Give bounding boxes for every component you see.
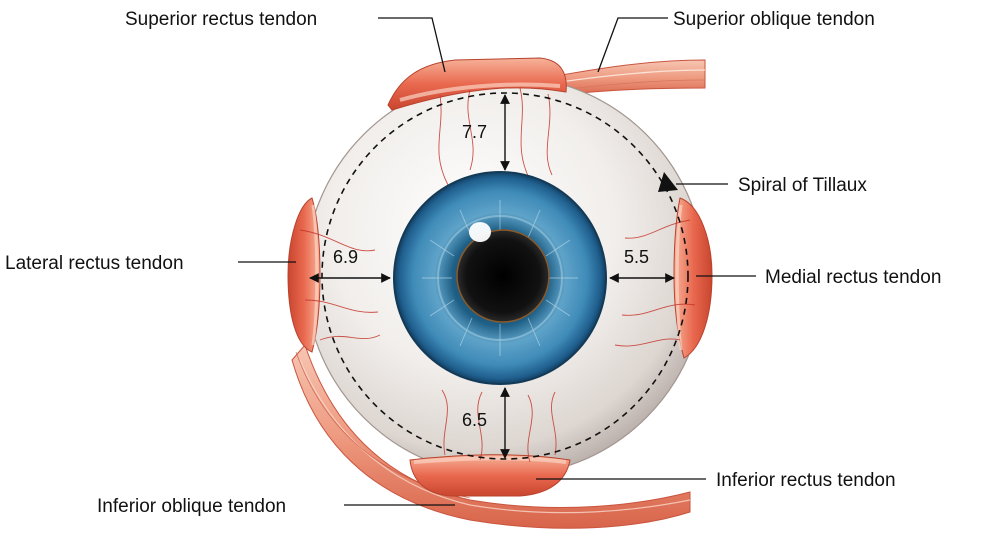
pupil xyxy=(456,229,550,323)
measurement-superior: 7.7 xyxy=(462,122,487,142)
superior-rectus-muscle xyxy=(387,57,567,111)
inferior-oblique-muscle xyxy=(291,344,691,529)
label-medial-rectus: Medial rectus tendon xyxy=(765,267,941,288)
label-lateral-rectus: Lateral rectus tendon xyxy=(5,253,184,274)
lateral-rectus-muscle xyxy=(287,197,321,353)
scleral-blood-vessels xyxy=(299,87,696,463)
label-superior-rectus: Superior rectus tendon xyxy=(125,9,317,30)
measurement-inferior: 6.5 xyxy=(462,410,487,430)
measurement-lateral: 6.9 xyxy=(333,247,358,267)
label-spiral-of-tillaux: Spiral of Tillaux xyxy=(738,175,867,196)
measurement-arrows xyxy=(309,94,678,459)
leader-lines xyxy=(238,17,756,506)
label-inferior-rectus: Inferior rectus tendon xyxy=(716,470,896,491)
measurement-medial: 5.5 xyxy=(624,247,649,267)
label-superior-oblique: Superior oblique tendon xyxy=(673,9,875,30)
corneal-highlight xyxy=(469,222,491,242)
label-inferior-oblique: Inferior oblique tendon xyxy=(97,496,286,517)
medial-rectus-muscle xyxy=(673,197,713,359)
